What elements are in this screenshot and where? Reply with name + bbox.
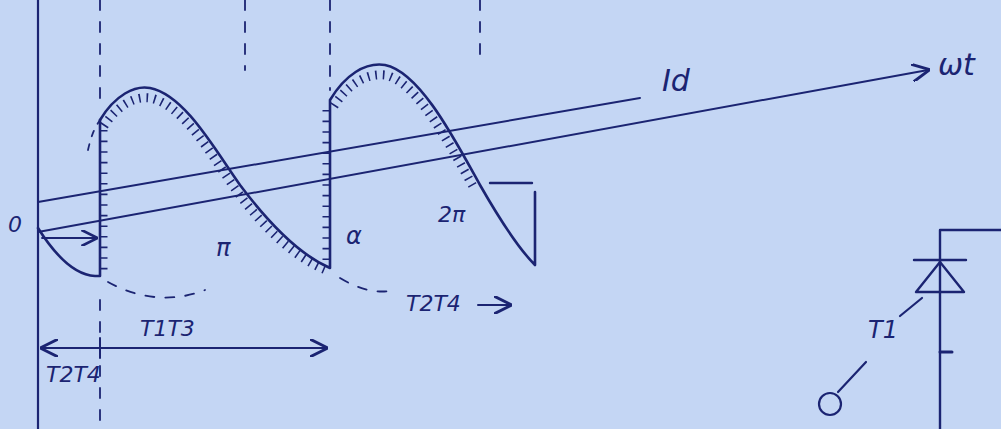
thyristor-pair: T2T4 [406,293,461,315]
voltage-waveform [100,65,535,268]
gate-lead [838,362,866,392]
dashed-waveform [108,282,205,298]
current-label: Id [662,66,690,96]
dashed-waveform [88,120,100,150]
gate-source [819,393,841,415]
voltage-waveform [38,120,100,276]
dashed-waveform [340,278,395,292]
guide-line [329,0,331,90]
current-level-line [38,98,640,202]
guide-line [479,0,481,65]
axis-label: ωt [938,50,975,80]
angle-label: 2π [438,204,465,226]
interval-tick [99,338,101,358]
time-axis [38,70,928,232]
hatching [334,75,474,188]
thyristor-wire [940,351,952,354]
thyristor-pair: T2T4 [46,364,101,386]
vertical-axis [37,0,39,429]
thyristor-gate [900,298,922,316]
hatching [104,98,326,270]
interval-arrow [478,304,510,306]
guide-line [244,0,246,70]
angle-label: α [346,224,362,248]
origin-label: 0 [8,214,22,236]
hatching [104,110,326,270]
interval-arrow [42,347,326,349]
thyristor-symbol [914,260,966,292]
thyristor-label: T1 [868,318,898,342]
angle-label: π [216,236,230,260]
firing-angle-arrow [42,237,96,239]
thyristor-pair: T1T3 [140,318,195,340]
voltage-waveform [490,182,532,184]
